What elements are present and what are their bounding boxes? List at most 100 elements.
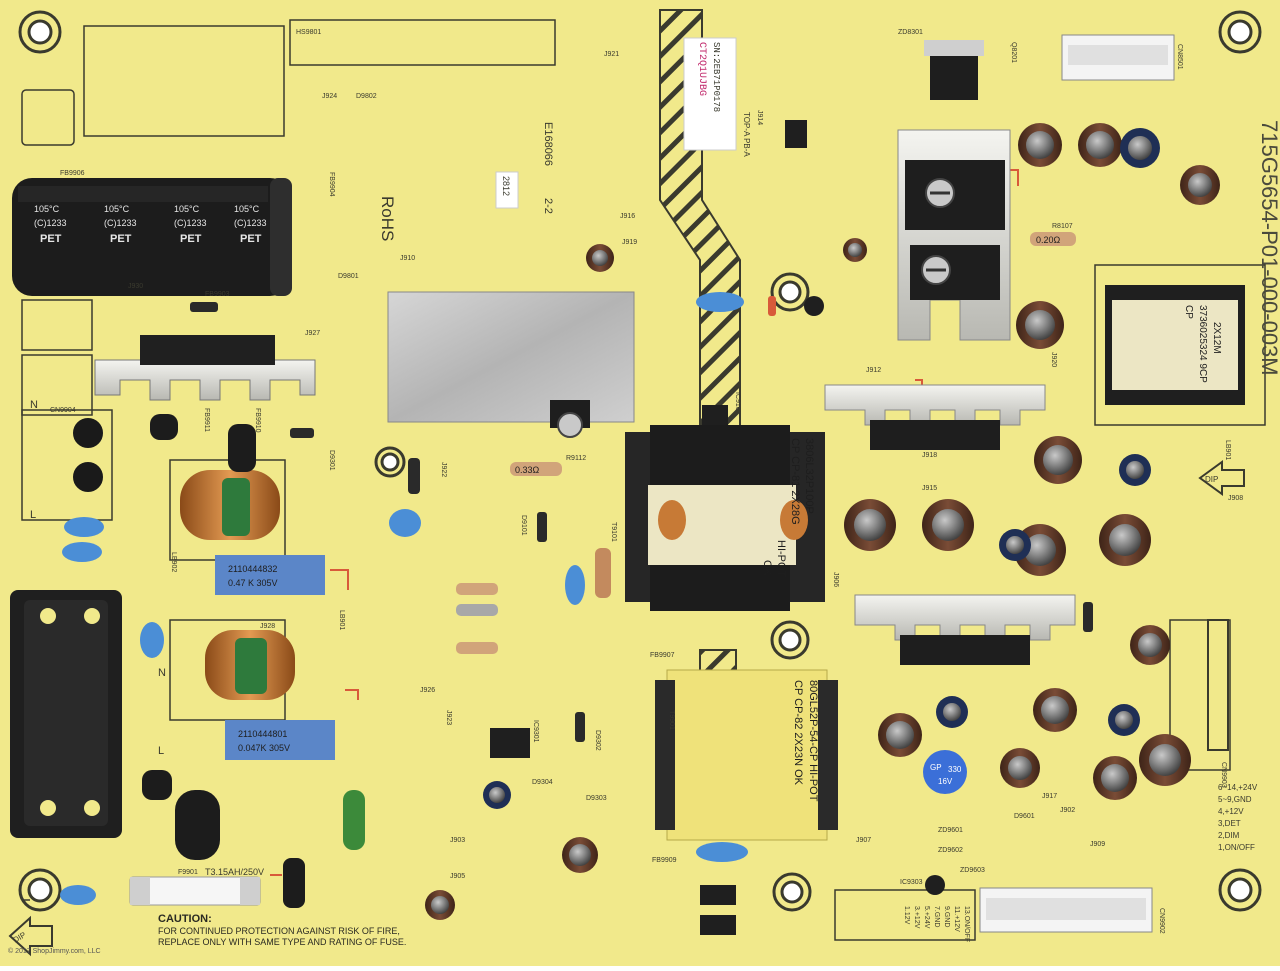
part-number: 715G5654-P01-000-003M xyxy=(1257,120,1280,376)
warning-sticker xyxy=(785,120,807,148)
rohs-mark: RoHS xyxy=(378,196,397,241)
refdes-cn8501: CN8501 xyxy=(1176,44,1183,70)
screws xyxy=(557,178,955,438)
ics xyxy=(490,296,945,935)
refdes-ic9101: IC9101 xyxy=(734,392,741,415)
refdes-r9112: R9112 xyxy=(566,455,586,462)
bulk-cap-rating-1: 105°C xyxy=(34,204,60,214)
refdes-zd8301: ZD8301 xyxy=(898,29,923,36)
bulk-cap-pet-2: PET xyxy=(110,233,132,245)
refdes-d9304: D9304 xyxy=(532,779,553,786)
refdes-j909: J909 xyxy=(1090,841,1105,848)
bulk-cap-brand-2: (C)1233 xyxy=(104,218,137,228)
refdes-lb901-bottom: LB901 xyxy=(338,610,345,630)
pin-right-5: 1,ON/OFF xyxy=(1218,843,1255,852)
dip-label-right: DIP xyxy=(1205,475,1218,484)
refdes-j922: J922 xyxy=(440,462,447,477)
main-transformer-line-4: OK xyxy=(761,560,773,577)
connectors xyxy=(10,34,1229,933)
bulk-cap-brand-3: (C)1233 xyxy=(174,218,207,228)
refdes-d9303: D9303 xyxy=(586,795,607,802)
bulk-cap-pet-1: PET xyxy=(40,233,62,245)
pin-right-3: 3,DET xyxy=(1218,819,1241,828)
refdes-fb9904: FB9904 xyxy=(328,172,335,197)
refdes-d9802: D9802 xyxy=(356,93,377,100)
lot-sticker-line-2: SN:2EB71P0178 xyxy=(711,42,721,112)
bulk-cap-rating-2: 105°C xyxy=(104,204,130,214)
pin-legend-3: 7.GND xyxy=(933,906,940,927)
blue-cap-brand: GP xyxy=(930,763,942,772)
standby-transformer-line-1: 80GL52P-54-CP HI-POT xyxy=(807,680,819,802)
pin-right-4: 2,DIM xyxy=(1218,831,1240,840)
refdes-d9302: D9302 xyxy=(594,730,601,751)
pin-legend-0: 13.ON/OFF xyxy=(963,906,970,942)
blue-cap-voltage: 16V xyxy=(938,777,953,786)
refdes-lb902: LB902 xyxy=(170,552,177,572)
connector-pin-legend-right: 6~14,+24V 5~9,GND 4,+12V 3,DET 2,DIM 1,O… xyxy=(1218,783,1258,852)
bulk-cap-pet-4: PET xyxy=(240,233,262,245)
refdes-j923: J923 xyxy=(445,710,452,725)
refdes-lb901: LB901 xyxy=(1224,440,1231,460)
refdes-j919: J919 xyxy=(622,239,637,246)
pin-legend-2: 9.GND xyxy=(943,906,950,927)
refdes-fb9903: FB9903 xyxy=(205,291,230,298)
pin-legend-6: 1.12V xyxy=(903,906,910,925)
refdes-j926: J926 xyxy=(420,687,435,694)
resistors xyxy=(456,232,1076,654)
main-transformer-line-2: CP CP-81 2X28G xyxy=(789,438,801,525)
xcap-top-line-2: 0.47 K 305V xyxy=(228,578,278,588)
fuse xyxy=(129,876,261,906)
caution-line-2: REPLACE ONLY WITH SAME TYPE AND RATING O… xyxy=(158,937,406,947)
lot-sticker xyxy=(683,37,737,151)
resistor-r8107-value: 0.20Ω xyxy=(1036,235,1061,245)
refdes-ic9301: IC9301 xyxy=(532,720,539,743)
refdes-fb9907: FB9907 xyxy=(650,652,675,659)
mounting-holes xyxy=(18,10,1262,912)
xcap-bottom-line-1: 2110444801 xyxy=(238,729,287,739)
small-black-caps xyxy=(142,414,305,908)
refdes-j910: J910 xyxy=(400,255,415,262)
refdes-q8201: Q8201 xyxy=(1010,42,1017,63)
refdes-j918: J918 xyxy=(922,452,937,459)
refdes-j902: J902 xyxy=(1060,807,1075,814)
refdes-j928: J928 xyxy=(260,623,275,630)
refdes-j917: J917 xyxy=(1042,793,1057,800)
pin-right-1: 5~9,GND xyxy=(1218,795,1252,804)
refdes-d9101: D9101 xyxy=(520,515,527,536)
pin-legend-1: 11.+12V xyxy=(953,906,960,932)
film-capacitor xyxy=(343,790,365,850)
dip-arrows xyxy=(8,460,1245,957)
bulk-cap-brand-1: (C)1233 xyxy=(34,218,67,228)
refdes-zd9602: ZD9602 xyxy=(938,847,963,854)
refdes-zd9603: ZD9603 xyxy=(960,867,985,874)
refdes-j930: J930 xyxy=(128,283,143,290)
refdes-j905: J905 xyxy=(450,873,465,880)
bulk-cap-rating-3: 105°C xyxy=(174,204,200,214)
connector-pin-legend: 13.ON/OFF 11.+12V 9.GND 7.GND 5.+24V 3.+… xyxy=(903,906,970,942)
pin-right-2: 4,+12V xyxy=(1218,807,1244,816)
silkscreen-outlines xyxy=(21,19,1266,941)
refdes-r8107: R8107 xyxy=(1052,223,1073,230)
refdes-j908: J908 xyxy=(1228,495,1243,502)
refdes-cn9902: CN9902 xyxy=(1158,908,1165,934)
electrolytic-capacitors xyxy=(425,123,1220,920)
refdes-j907: J907 xyxy=(856,837,871,844)
date-sticker xyxy=(495,171,519,209)
main-transformer-line-3: HI-POT xyxy=(775,540,787,578)
side-letter-n-bottom: N xyxy=(158,667,166,679)
xcap-bottom-line-2: 0.047K 305V xyxy=(238,743,290,753)
refdes-j915: J915 xyxy=(922,485,937,492)
refdes-ic9303: IC9303 xyxy=(900,879,923,886)
bulk-cap-brand-4: (C)1233 xyxy=(234,218,267,228)
refdes-j924: J924 xyxy=(322,93,337,100)
main-transformer-line-1: 3806L32P100P xyxy=(803,438,815,514)
side-letter-l-bottom: L xyxy=(158,745,164,757)
bulk-capacitor xyxy=(12,178,292,296)
xcap-top-line-1: 2110444832 xyxy=(228,564,277,574)
transformers xyxy=(625,285,1245,841)
x-capacitors xyxy=(215,555,335,760)
common-mode-chokes xyxy=(180,470,295,700)
bulk-cap-rating-4: 105°C xyxy=(234,204,260,214)
refdes-d9601: D9601 xyxy=(1014,813,1035,820)
fuse-rating: T3.15AH/250V xyxy=(205,867,264,877)
